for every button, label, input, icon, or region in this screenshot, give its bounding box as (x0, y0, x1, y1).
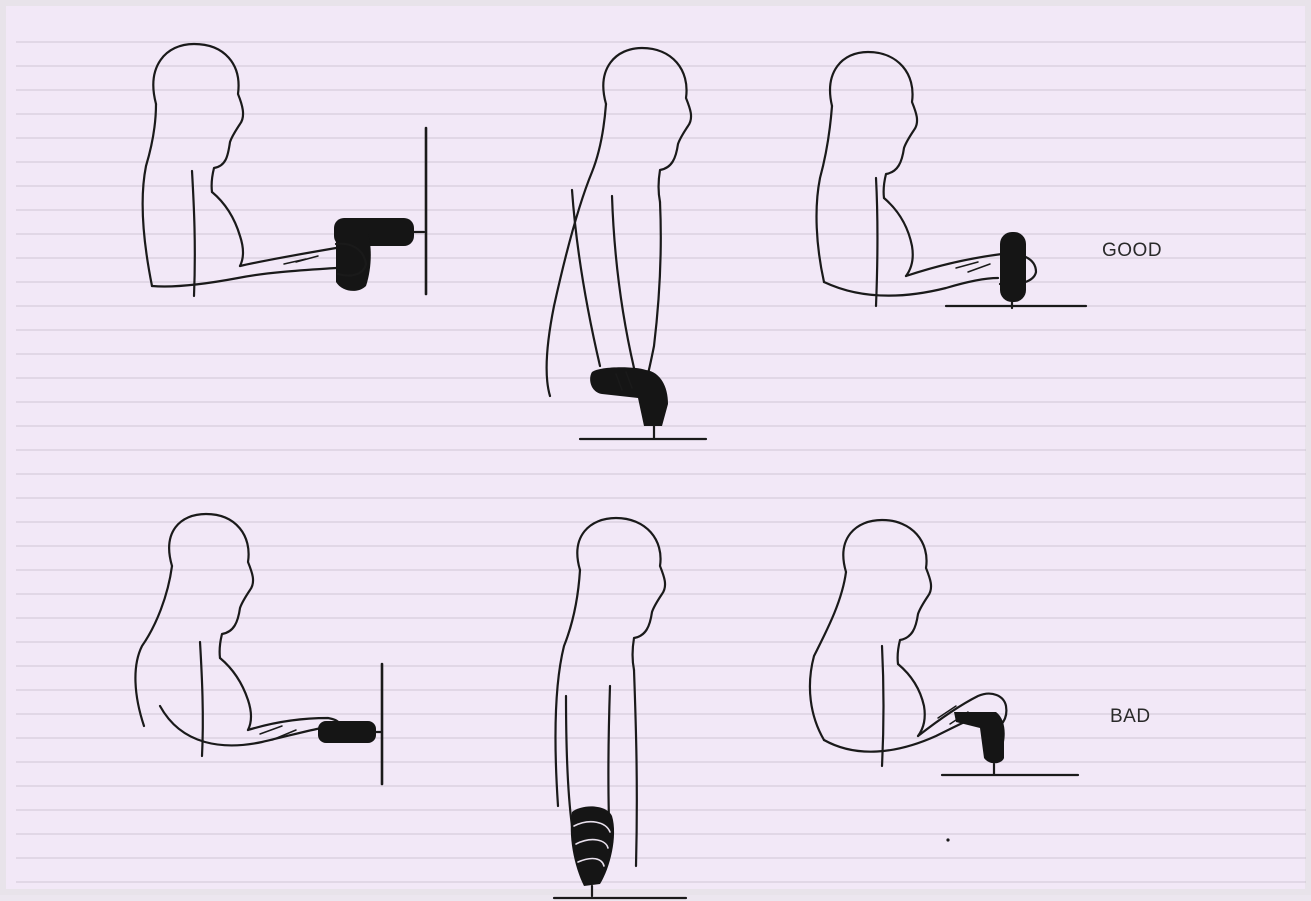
figure-good-floor-drilling (547, 48, 706, 439)
good-label: GOOD (1102, 240, 1162, 262)
posture-illustrations (6, 6, 1311, 901)
figure-bad-floor-drilling (554, 518, 686, 898)
figure-good-bench-drilling (817, 52, 1086, 308)
bad-label: BAD (1110, 706, 1151, 728)
figure-bad-wall-drilling (135, 514, 382, 784)
figure-bad-bench-drilling (810, 520, 1078, 842)
figure-good-wall-drilling (143, 44, 426, 296)
